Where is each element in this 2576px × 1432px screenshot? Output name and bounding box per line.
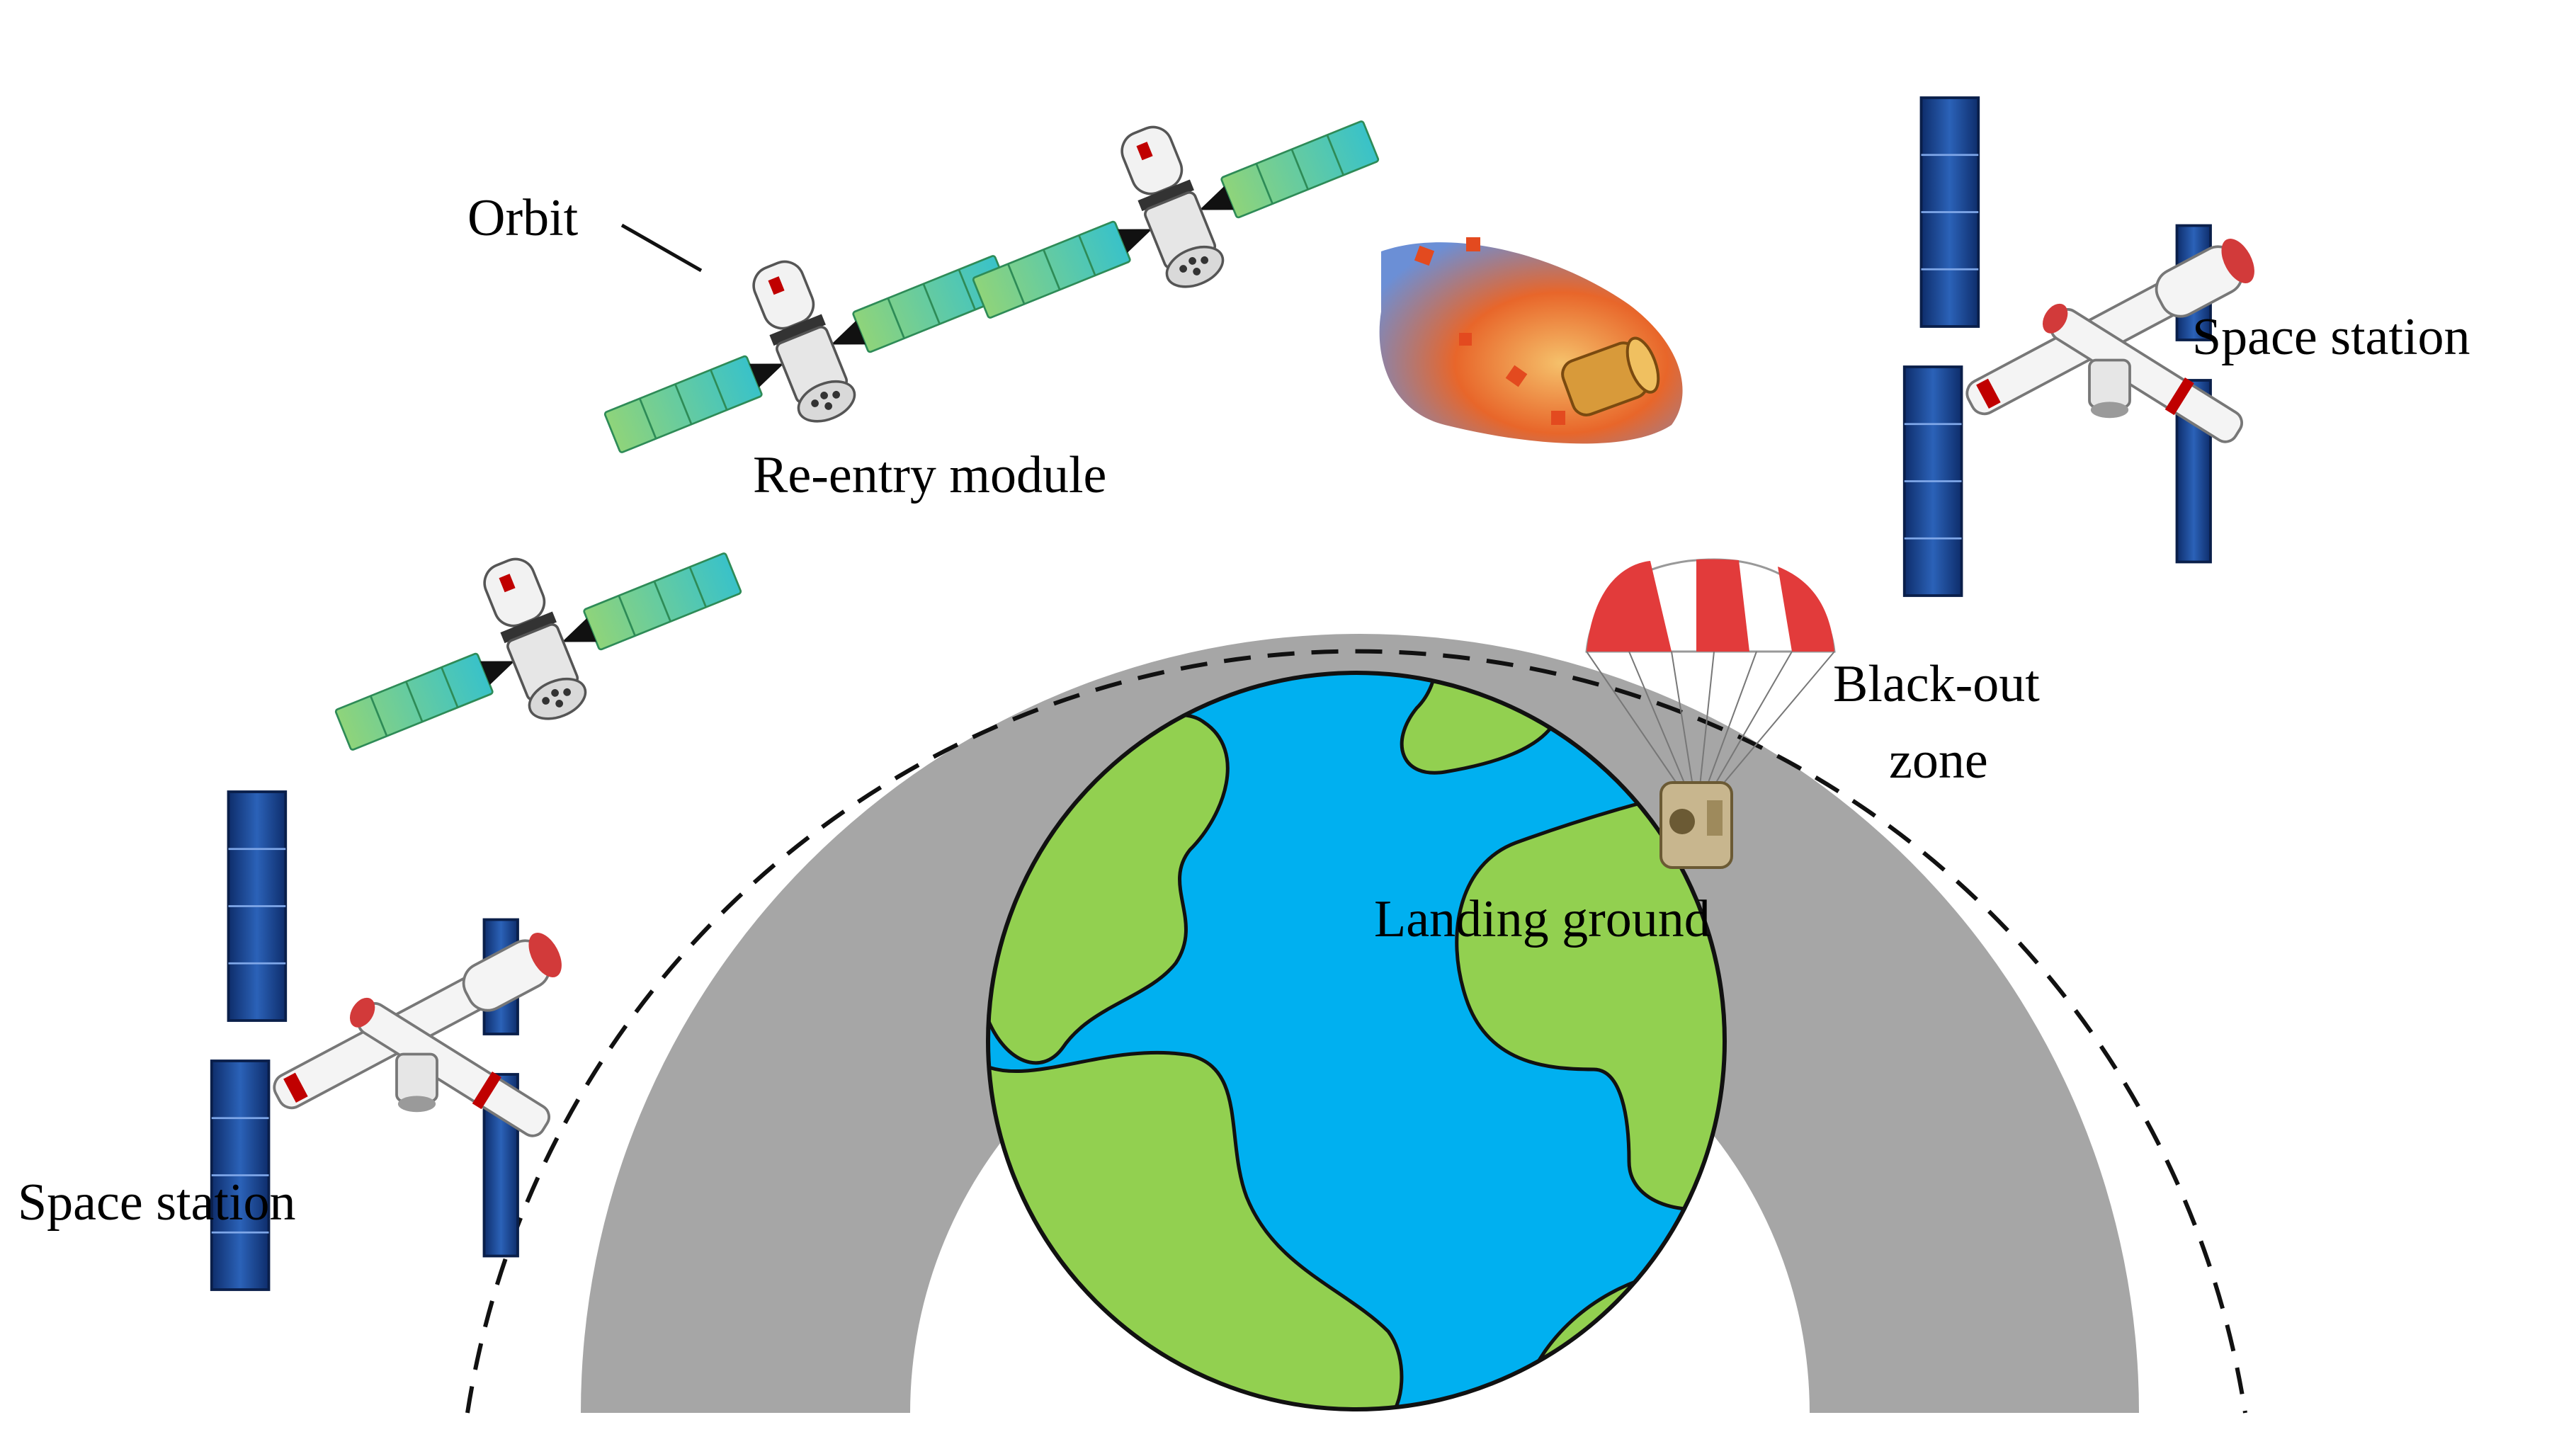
reentry-fireball-icon xyxy=(1379,237,1683,444)
parachute-icon xyxy=(1585,558,1836,869)
blackout-zone-ring xyxy=(581,634,2139,1413)
landing-ground-label: Landing ground xyxy=(1374,890,1710,948)
orbit-label: Orbit xyxy=(467,189,579,247)
orbit-leader-line xyxy=(620,223,703,273)
space-station-right-label: Space station xyxy=(2192,308,2470,366)
spacecraft-icon xyxy=(943,50,1398,364)
orbit-path xyxy=(465,649,2247,1414)
blackout-zone-label-line1: Black-out xyxy=(1833,655,2040,713)
space-station-left-label: Space station xyxy=(18,1174,296,1232)
reentry-module-label: Re-entry module xyxy=(753,446,1106,504)
spacecraft-icon xyxy=(306,482,761,796)
blackout-zone-label-line2: zone xyxy=(1889,732,1988,790)
